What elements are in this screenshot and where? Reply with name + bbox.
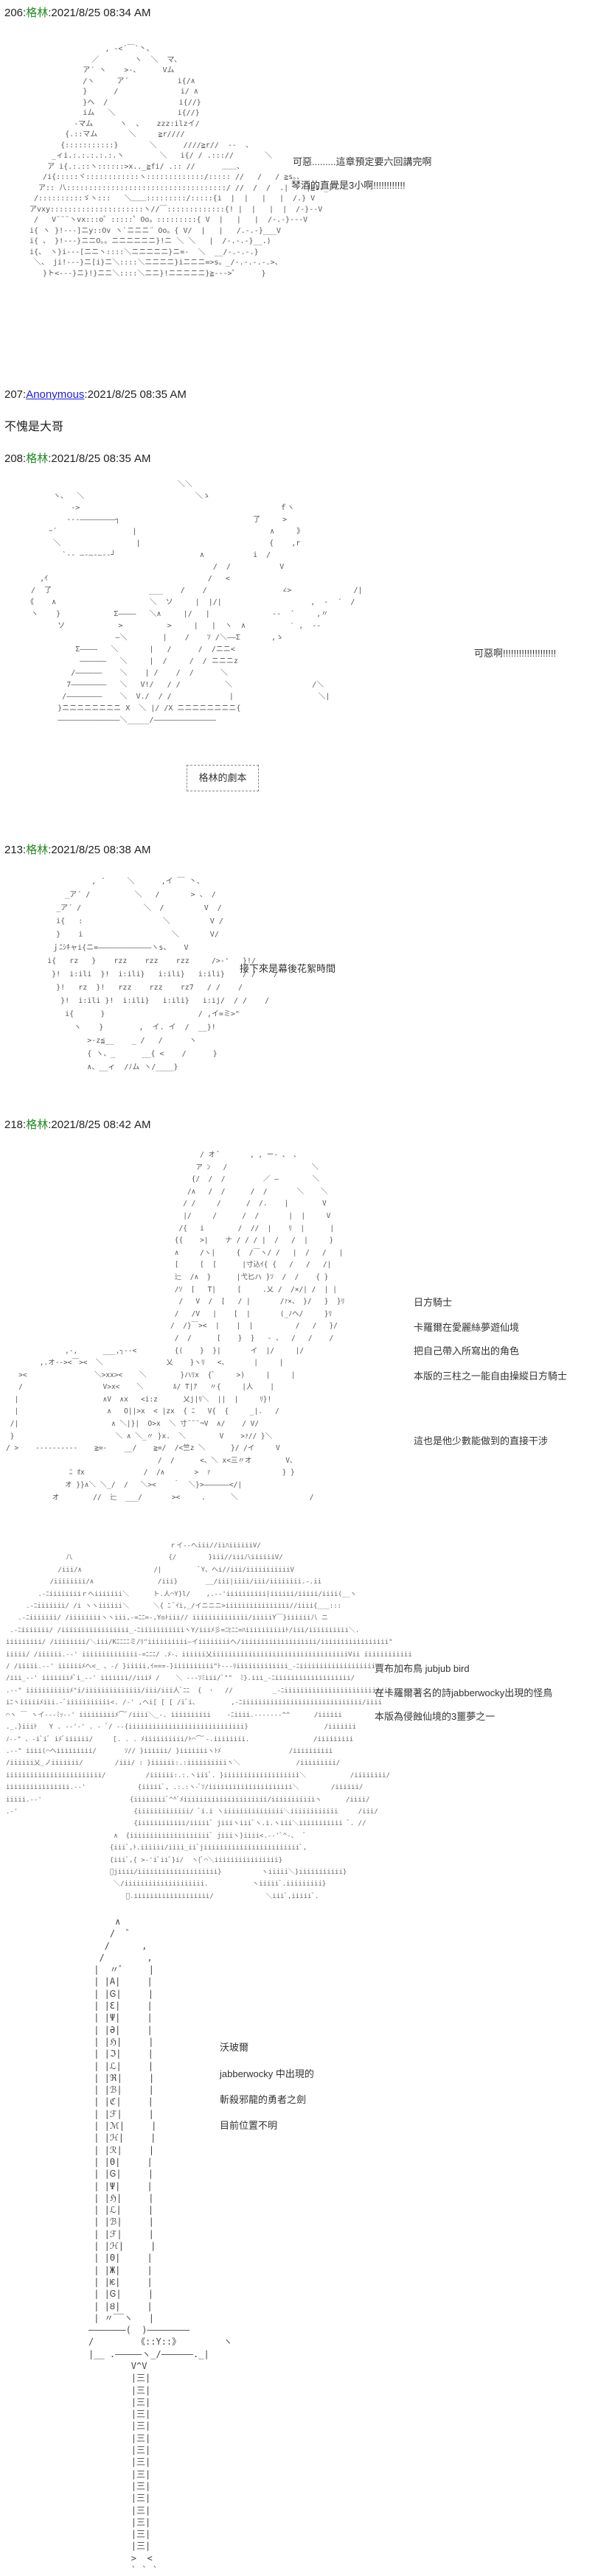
ascii-art-213: , ´ ＼ ,イ ￣ 丶、 _ア´ / ＼ / > 、 / _ア´ / ＼ / …: [47, 878, 279, 1071]
author-name: 格林: [26, 7, 49, 19]
author-name: 格林: [26, 1119, 49, 1131]
post-note: 這也是他少數能做到的直接干涉: [414, 1435, 549, 1446]
author-link[interactable]: Anonymous: [26, 388, 85, 401]
ascii-art-206: , -<´￣`丶、 ／ ヽ ＼ マ、 ア´ ヽ >‐、 Vム /ヽ ア´ i{/…: [29, 45, 333, 278]
post-note: 接下來是幕後花絮時間: [240, 963, 336, 974]
separator: :: [23, 7, 27, 19]
separator: :: [48, 452, 52, 465]
post-header-218: 218:格林:2021/8/25 08:42 AM: [4, 1119, 151, 1132]
post-note: 賈布加布鳥 jubjub bird: [375, 1663, 470, 1674]
post-header-213: 213:格林:2021/8/25 08:38 AM: [4, 844, 151, 857]
post-note: 在卡羅爾著名的詩jabberwocky出現的怪鳥: [375, 1687, 553, 1698]
post-number: 213: [4, 844, 24, 856]
ascii-art-208: ＼＼ ヽ、 ＼ ＼ゝ ‐> ｆヽ ---――――――――┐ 了 > ｰ´ |: [27, 480, 363, 724]
post-note: 本版為侵蝕仙境的3噩夢之一: [375, 1711, 495, 1722]
post-header-208: 208:格林:2021/8/25 08:35 AM: [4, 452, 151, 466]
post-number: 208: [4, 452, 24, 465]
author-name: 格林: [26, 844, 49, 856]
post-note: 卡羅爾在愛麗絲夢遊仙境: [414, 1322, 520, 1333]
post-note: 目前位置不明: [220, 2120, 278, 2131]
post-note: 斬殺邪龍的勇者之劍: [220, 2094, 307, 2105]
post-note: 可惡.........這章預定要六回講完啊: [293, 156, 432, 167]
post-number: 206: [4, 7, 24, 19]
ascii-art-knight: / オ ﾞ , , ー‐ 、 、 ア ﾝ / ＼ {/ / / ／ ― ＼: [6, 1151, 345, 1502]
post-timestamp: 2021/8/25 08:38 AM: [51, 844, 151, 856]
separator: :: [48, 7, 52, 19]
separator: :: [23, 388, 27, 401]
post-number: 207: [4, 388, 24, 401]
post-note: 可惡啊!!!!!!!!!!!!!!!!!!!!: [474, 648, 557, 659]
post-timestamp: 2021/8/25 08:34 AM: [51, 7, 151, 19]
author-name: 格林: [26, 452, 49, 465]
separator: :: [84, 388, 88, 401]
post-note: jabberwocky 中出現的: [220, 2068, 314, 2079]
separator: :: [23, 844, 27, 856]
post-body: 不愧是大哥: [4, 421, 64, 433]
post-note: 琴酒的直覺是3小啊!!!!!!!!!!!!: [291, 180, 406, 191]
post-note: 本版的三柱之一能自由操縱日方騎士: [414, 1371, 568, 1382]
post-header-207: 207:Anonymous:2021/8/25 08:35 AM: [4, 388, 187, 402]
post-note: 沃玻爾: [220, 2042, 249, 2053]
post-header-206: 206:格林:2021/8/25 08:34 AM: [4, 7, 151, 20]
post-timestamp: 2021/8/25 08:35 AM: [87, 388, 187, 401]
ascii-art-vorpal-sword: ∧ / ゛ / , / , | 〃゛ | | |A| | | |Ꮆ| | | |…: [88, 1917, 232, 2576]
post-note: 日方騎士: [414, 1297, 453, 1308]
post-note: 把自己帶入所寫出的角色: [414, 1345, 520, 1357]
separator: :: [23, 452, 27, 465]
post-number: 218: [4, 1119, 24, 1131]
ascii-art-jubjub-bird: ｒイ‐‐へiii//iiﾊiiiiiiV/ 八 {/ }iii//iii八iii…: [6, 1542, 412, 1900]
caption-box: 格林的劇本: [187, 765, 259, 791]
separator: :: [48, 1119, 52, 1131]
separator: :: [48, 844, 52, 856]
post-timestamp: 2021/8/25 08:35 AM: [51, 452, 151, 465]
separator: :: [23, 1119, 27, 1131]
post-timestamp: 2021/8/25 08:42 AM: [51, 1119, 151, 1131]
